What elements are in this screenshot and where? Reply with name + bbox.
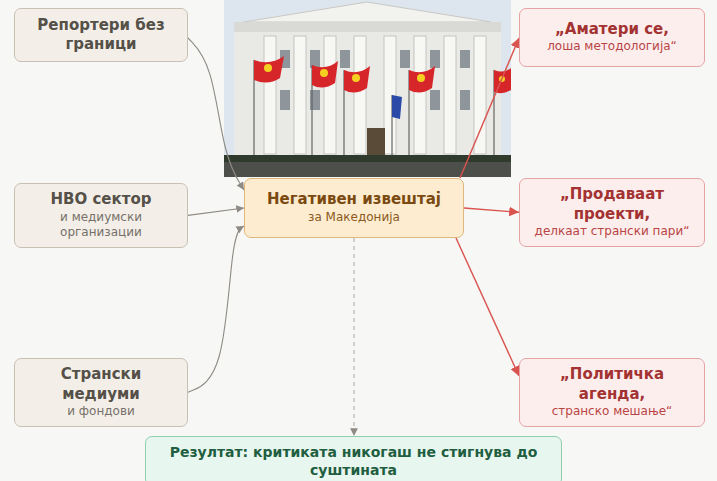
- box-heading: „Аматери се,: [555, 20, 669, 40]
- box-heading: Репортери без граници: [23, 16, 179, 55]
- connector-arrow: [353, 238, 354, 436]
- connector-arrow: [460, 38, 519, 178]
- box-heading: Негативен извештај: [267, 190, 441, 210]
- box-subtext: странско мешање“: [552, 404, 673, 420]
- reaction-box: „Политичка агенда,странско мешање“: [519, 358, 705, 427]
- connector-arrow: [188, 38, 244, 190]
- connector-arrow: [188, 208, 244, 215]
- box-heading: Резултат: критиката никогаш не стигнува …: [154, 443, 553, 479]
- connector-arrow: [464, 208, 519, 212]
- connector-arrow: [188, 226, 244, 392]
- report-box: Негативен извештајза Македонија: [244, 178, 464, 238]
- connector-arrow: [456, 238, 519, 376]
- box-subtext: делкаат странски пари“: [535, 224, 690, 240]
- box-subtext: за Македонија: [308, 210, 400, 226]
- reaction-box: „Аматери се,лоша методологија“: [519, 8, 705, 67]
- government-building-photo: [224, 0, 511, 177]
- box-heading: „Политичка агенда,: [528, 365, 696, 404]
- reaction-box: „Продаваат проекти,делкаат странски пари…: [519, 178, 705, 247]
- source-box: Репортери без граници: [14, 8, 188, 62]
- source-box: НВО сектори медиумски организации: [14, 183, 188, 248]
- box-heading: „Продаваат проекти,: [528, 185, 696, 224]
- box-subtext: и медиумски организации: [23, 210, 179, 241]
- box-heading: НВО сектор: [51, 190, 152, 210]
- box-heading: Странски медиуми: [23, 365, 179, 404]
- box-subtext: и фондови: [67, 404, 135, 420]
- source-box: Странски медиумии фондови: [14, 358, 188, 427]
- result-box: Резултат: критиката никогаш не стигнува …: [145, 436, 562, 481]
- box-subtext: лоша методологија“: [547, 39, 677, 55]
